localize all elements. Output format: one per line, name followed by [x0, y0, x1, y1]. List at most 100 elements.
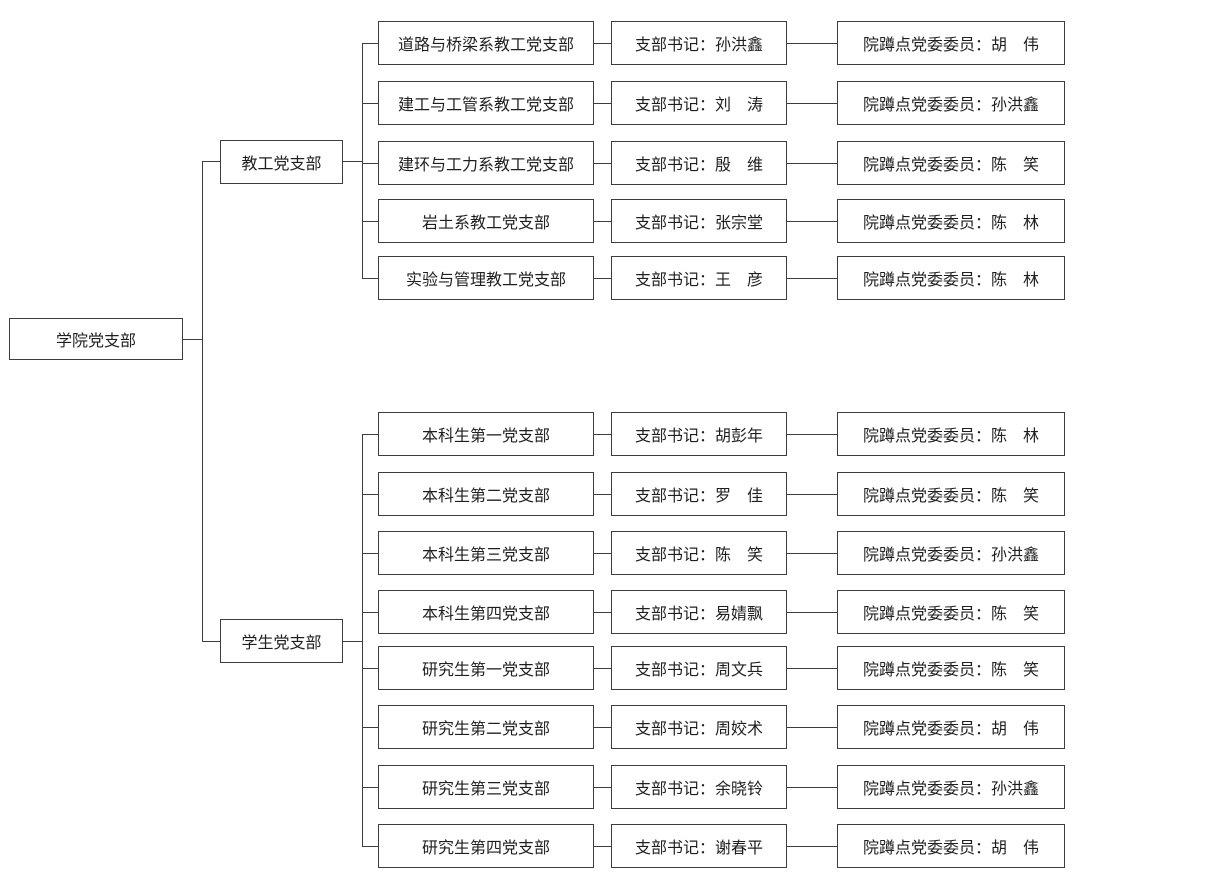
- branch-label: 研究生第四党支部: [421, 840, 550, 857]
- secretary-committee-connector-line: [787, 726, 837, 728]
- branch-secretary-connector-line: [594, 667, 611, 669]
- secretary-box: 支部书记：孙洪鑫: [611, 21, 787, 65]
- committee-label: 院蹲点党委委员：胡 伟: [862, 37, 1039, 54]
- committee-label: 院蹲点党委委员：陈 林: [862, 272, 1039, 289]
- secretary-committee-connector-line: [787, 42, 837, 44]
- secretary-label: 支部书记：胡彭年: [634, 428, 763, 445]
- org-row: 本科生第二党支部 支部书记：罗 佳 院蹲点党委委员：陈 笑: [362, 472, 1065, 516]
- branch-box: 道路与桥梁系教工党支部: [378, 21, 594, 65]
- row-stub-line: [362, 493, 378, 495]
- secretary-box: 支部书记：罗 佳: [611, 472, 787, 516]
- committee-label: 院蹲点党委委员：胡 伟: [862, 721, 1039, 738]
- committee-label: 院蹲点党委委员：陈 笑: [862, 488, 1039, 505]
- branch-secretary-connector-line: [594, 493, 611, 495]
- secretary-committee-connector-line: [787, 667, 837, 669]
- secretary-box: 支部书记：易婧飘: [611, 590, 787, 634]
- secretary-label: 支部书记：谢春平: [634, 840, 763, 857]
- secretary-label: 支部书记：孙洪鑫: [634, 37, 763, 54]
- committee-label: 院蹲点党委委员：胡 伟: [862, 840, 1039, 857]
- row-stub-line: [362, 667, 378, 669]
- committee-label: 院蹲点党委委员：陈 林: [862, 428, 1039, 445]
- student-group-stub-line: [202, 641, 220, 642]
- secretary-box: 支部书记：殷 维: [611, 141, 787, 185]
- secretary-committee-connector-line: [787, 162, 837, 164]
- branch-secretary-connector-line: [594, 726, 611, 728]
- org-row: 研究生第四党支部 支部书记：谢春平 院蹲点党委委员：胡 伟: [362, 824, 1065, 868]
- student-group-connector-line: [343, 641, 362, 642]
- branch-secretary-connector-line: [594, 162, 611, 164]
- branch-label: 岩土系教工党支部: [421, 215, 550, 232]
- committee-box: 院蹲点党委委员：孙洪鑫: [837, 765, 1065, 809]
- committee-box: 院蹲点党委委员：陈 林: [837, 256, 1065, 300]
- branch-label: 研究生第二党支部: [421, 721, 550, 738]
- row-stub-line: [362, 102, 378, 104]
- branch-label: 实验与管理教工党支部: [405, 272, 566, 289]
- branch-label: 研究生第三党支部: [421, 781, 550, 798]
- committee-label: 院蹲点党委委员：陈 笑: [862, 157, 1039, 174]
- committee-label: 院蹲点党委委员：陈 林: [862, 215, 1039, 232]
- org-row: 研究生第三党支部 支部书记：余晓铃 院蹲点党委委员：孙洪鑫: [362, 765, 1065, 809]
- secretary-committee-connector-line: [787, 786, 837, 788]
- branch-label: 道路与桥梁系教工党支部: [397, 37, 574, 54]
- row-stub-line: [362, 433, 378, 435]
- row-stub-line: [362, 277, 378, 279]
- committee-label: 院蹲点党委委员：孙洪鑫: [862, 781, 1039, 798]
- org-row: 实验与管理教工党支部 支部书记：王 彦 院蹲点党委委员：陈 林: [362, 256, 1065, 300]
- secretary-box: 支部书记：周文兵: [611, 646, 787, 690]
- branch-label: 本科生第四党支部: [421, 606, 550, 623]
- secretary-committee-connector-line: [787, 220, 837, 222]
- branch-secretary-connector-line: [594, 552, 611, 554]
- secretary-committee-connector-line: [787, 611, 837, 613]
- row-stub-line: [362, 42, 378, 44]
- branch-box: 建工与工管系教工党支部: [378, 81, 594, 125]
- branch-box: 研究生第一党支部: [378, 646, 594, 690]
- teacher-group-label: 教工党支部: [241, 156, 322, 173]
- org-row: 本科生第三党支部 支部书记：陈 笑 院蹲点党委委员：孙洪鑫: [362, 531, 1065, 575]
- committee-label: 院蹲点党委委员：陈 笑: [862, 606, 1039, 623]
- student-group-box: 学生党支部: [220, 619, 343, 663]
- teacher-spine-line: [362, 43, 363, 279]
- secretary-committee-connector-line: [787, 493, 837, 495]
- branch-box: 岩土系教工党支部: [378, 199, 594, 243]
- branch-secretary-connector-line: [594, 611, 611, 613]
- branch-label: 建环与工力系教工党支部: [397, 157, 574, 174]
- secretary-label: 支部书记：罗 佳: [634, 488, 763, 505]
- org-row: 研究生第二党支部 支部书记：周姣术 院蹲点党委委员：胡 伟: [362, 705, 1065, 749]
- org-row: 本科生第四党支部 支部书记：易婧飘 院蹲点党委委员：陈 笑: [362, 590, 1065, 634]
- row-stub-line: [362, 845, 378, 847]
- root-connector-line: [183, 339, 202, 340]
- committee-box: 院蹲点党委委员：陈 笑: [837, 646, 1065, 690]
- branch-box: 研究生第四党支部: [378, 824, 594, 868]
- row-stub-line: [362, 726, 378, 728]
- teacher-group-connector-line: [343, 161, 362, 162]
- row-stub-line: [362, 220, 378, 222]
- branch-secretary-connector-line: [594, 845, 611, 847]
- committee-box: 院蹲点党委委员：陈 笑: [837, 472, 1065, 516]
- secretary-label: 支部书记：殷 维: [634, 157, 763, 174]
- committee-box: 院蹲点党委委员：胡 伟: [837, 824, 1065, 868]
- branch-label: 本科生第三党支部: [421, 547, 550, 564]
- student-group-label: 学生党支部: [241, 635, 322, 652]
- secretary-box: 支部书记：周姣术: [611, 705, 787, 749]
- root-label: 学院党支部: [55, 333, 136, 350]
- committee-label: 院蹲点党委委员：孙洪鑫: [862, 97, 1039, 114]
- secretary-box: 支部书记：余晓铃: [611, 765, 787, 809]
- committee-box: 院蹲点党委委员：陈 笑: [837, 590, 1065, 634]
- secretary-label: 支部书记：周文兵: [634, 662, 763, 679]
- secretary-label: 支部书记：张宗堂: [634, 215, 763, 232]
- teacher-group-stub-line: [202, 161, 220, 162]
- branch-secretary-connector-line: [594, 102, 611, 104]
- branch-box: 实验与管理教工党支部: [378, 256, 594, 300]
- committee-box: 院蹲点党委委员：孙洪鑫: [837, 81, 1065, 125]
- committee-box: 院蹲点党委委员：陈 林: [837, 412, 1065, 456]
- branch-box: 本科生第一党支部: [378, 412, 594, 456]
- secretary-box: 支部书记：刘 涛: [611, 81, 787, 125]
- branch-box: 本科生第三党支部: [378, 531, 594, 575]
- branch-box: 本科生第二党支部: [378, 472, 594, 516]
- committee-box: 院蹲点党委委员：孙洪鑫: [837, 531, 1065, 575]
- secretary-committee-connector-line: [787, 552, 837, 554]
- branch-secretary-connector-line: [594, 220, 611, 222]
- branch-secretary-connector-line: [594, 277, 611, 279]
- branch-label: 本科生第一党支部: [421, 428, 550, 445]
- secretary-committee-connector-line: [787, 102, 837, 104]
